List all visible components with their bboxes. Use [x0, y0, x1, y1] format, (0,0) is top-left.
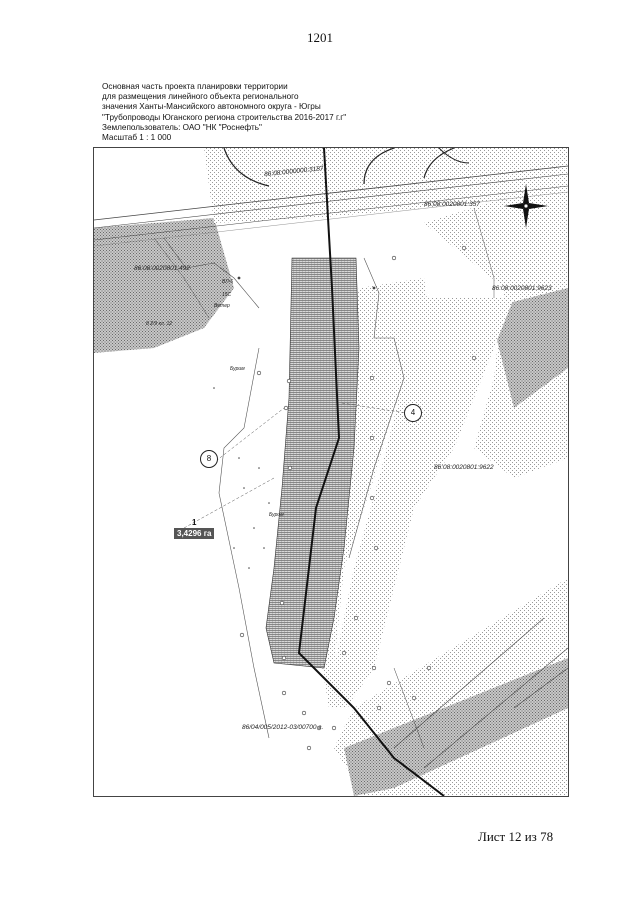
north-arrow-icon	[504, 184, 548, 228]
survey-line	[163, 237, 260, 309]
road-edge	[94, 173, 568, 229]
top-road-band	[204, 148, 568, 223]
cadastral-label: 86:08:0020801:9623	[492, 285, 552, 292]
title-line: значения Ханты-Мансийского автономного о…	[102, 102, 321, 112]
road-curve	[438, 148, 470, 164]
drawing-title-block: Основная часть проекта планировки террит…	[102, 82, 346, 143]
right-zone-dense	[489, 288, 568, 408]
dashed-boundary	[183, 477, 275, 529]
survey-line	[218, 347, 270, 739]
cadastral-label: 86/04/005/2012-03/00700 г.	[242, 724, 324, 731]
minor-label: Бурим	[269, 512, 284, 518]
cadastral-label: 86:08:0020801:9622	[434, 464, 494, 471]
minor-label: Ветер	[214, 303, 230, 309]
area-number: 1	[192, 518, 197, 527]
diagonal-stipple-right	[334, 298, 514, 708]
utility-line	[423, 647, 568, 769]
small-dots	[213, 276, 376, 569]
survey-line	[348, 257, 405, 559]
road-edge	[94, 191, 568, 247]
area-value: 3,4296 га	[174, 528, 215, 539]
cadastral-label: 86:08:0020801:492	[134, 265, 191, 272]
minor-label: ВЛ-6	[222, 279, 234, 285]
map-frame[interactable]: 86:08:0000000:31871 86:08:0020801:357 86…	[93, 147, 569, 797]
road-edge	[94, 165, 568, 221]
project-name: "Трубопроводы Юганского региона строител…	[102, 112, 347, 122]
dashed-boundary	[211, 407, 285, 465]
road-curve	[423, 148, 455, 179]
title-line: для размещения линейного объекта региона…	[102, 92, 299, 102]
pipeline-axis	[297, 148, 445, 796]
area-label: 1 3,4296 га	[174, 518, 215, 539]
cadastral-label: 86:08:0020801:357	[424, 201, 481, 208]
planned-corridor-area	[265, 257, 360, 669]
page-number: 1201	[307, 30, 333, 45]
right-stipple-zone	[424, 178, 568, 478]
road-edge	[94, 185, 568, 241]
road-curve	[223, 148, 270, 187]
dashed-boundary	[341, 402, 407, 414]
survey-line	[153, 237, 210, 319]
sheet-number: Лист 12 из 78	[478, 829, 554, 844]
minor-label: 8 2/9 кл. 12	[146, 321, 173, 327]
map-scale: Масштаб 1 : 1 000	[102, 133, 172, 143]
minor-label: 15С	[222, 292, 232, 298]
survey-line	[473, 207, 495, 298]
reference-marker-8: 8	[200, 450, 218, 468]
utility-line	[393, 617, 545, 749]
survey-points	[239, 245, 477, 751]
road-curve	[363, 148, 395, 185]
land-user: Землепользователь: ОАО "НК "Роснефть"	[102, 122, 262, 132]
utility-line	[513, 667, 568, 709]
minor-label: Бурим	[230, 366, 245, 372]
map-drawing	[94, 148, 568, 796]
reference-marker-4: 4	[404, 404, 422, 422]
title-line: Основная часть проекта планировки террит…	[102, 82, 288, 91]
utility-line	[393, 667, 425, 749]
left-dense-zone	[94, 218, 234, 353]
